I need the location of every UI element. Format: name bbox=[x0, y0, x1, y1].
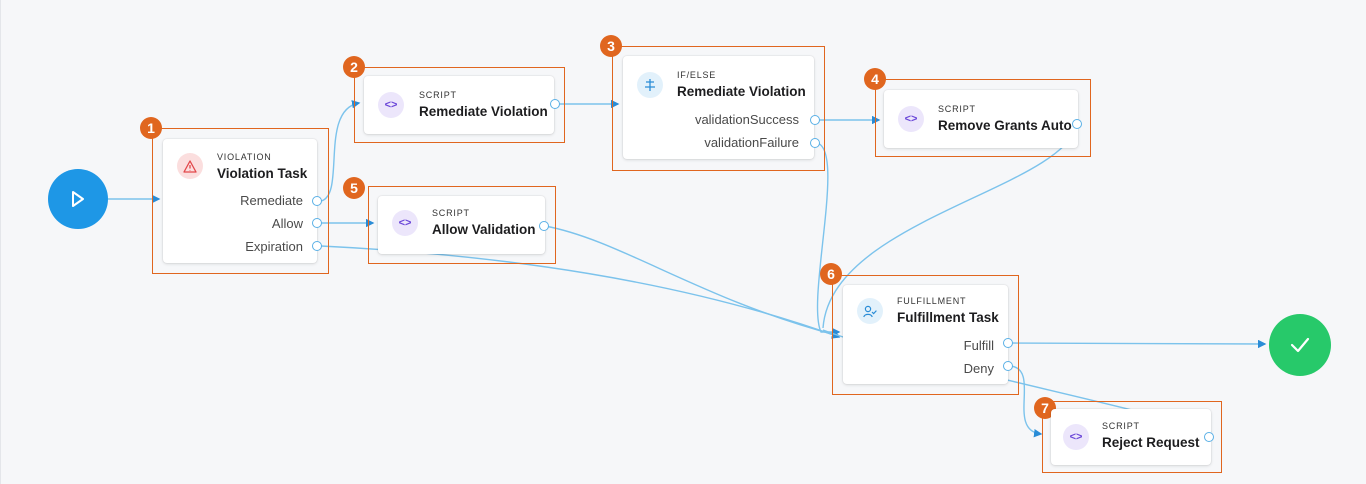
node-type: SCRIPT bbox=[432, 208, 470, 218]
node-type: SCRIPT bbox=[1102, 421, 1140, 431]
code-icon: <> bbox=[392, 210, 418, 236]
highlight-script-allow bbox=[368, 186, 556, 264]
step-badge: 4 bbox=[864, 68, 886, 90]
highlight-script-reject bbox=[1042, 401, 1222, 473]
highlight-script-remediate bbox=[354, 67, 565, 143]
warning-icon bbox=[177, 153, 203, 179]
port-allow[interactable] bbox=[312, 218, 322, 228]
edge-fulfill-end bbox=[1010, 339, 1267, 349]
port-label-fulfill: Fulfill bbox=[963, 338, 994, 353]
node-type: SCRIPT bbox=[419, 90, 457, 100]
port-remediate[interactable] bbox=[312, 196, 322, 206]
code-icon: <> bbox=[898, 106, 924, 132]
step-badge: 3 bbox=[600, 35, 622, 57]
highlight-violation bbox=[152, 128, 329, 274]
highlight-ifelse bbox=[612, 46, 825, 171]
port-out[interactable] bbox=[550, 99, 560, 109]
port-validation-success[interactable] bbox=[810, 115, 820, 125]
port-expiration[interactable] bbox=[312, 241, 322, 251]
port-out[interactable] bbox=[539, 221, 549, 231]
node-title: Remediate Violation bbox=[677, 84, 806, 99]
node-title: Violation Task bbox=[217, 166, 308, 181]
script-remediate-violation-node[interactable]: <> SCRIPT Remediate Violation bbox=[364, 76, 554, 134]
port-label-remediate: Remediate bbox=[240, 193, 303, 208]
step-badge: 5 bbox=[343, 177, 365, 199]
edge-allowvalidation-fulfillment bbox=[544, 225, 841, 339]
node-title: Allow Validation bbox=[432, 222, 536, 237]
port-label-expiration: Expiration bbox=[245, 239, 303, 254]
play-icon bbox=[72, 191, 84, 207]
node-title: Remediate Violation bbox=[419, 104, 548, 119]
step-badge: 7 bbox=[1034, 397, 1056, 419]
ifelse-node[interactable]: IF/ELSE Remediate Violation validationSu… bbox=[623, 56, 814, 159]
script-allow-validation-node[interactable]: <> SCRIPT Allow Validation bbox=[378, 196, 545, 254]
node-title: Remove Grants Auto bbox=[938, 118, 1072, 133]
end-node[interactable] bbox=[1269, 314, 1331, 376]
node-title: Fulfillment Task bbox=[897, 310, 999, 325]
port-label-allow: Allow bbox=[271, 216, 303, 231]
port-deny[interactable] bbox=[1003, 361, 1013, 371]
script-remove-grants-node[interactable]: <> SCRIPT Remove Grants Auto bbox=[884, 90, 1078, 148]
branch-icon bbox=[637, 72, 663, 98]
port-label-deny: Deny bbox=[963, 361, 994, 376]
user-check-icon bbox=[857, 298, 883, 324]
node-type: VIOLATION bbox=[217, 152, 272, 162]
highlight-script-remove bbox=[875, 79, 1091, 157]
port-label-validation-success: validationSuccess bbox=[694, 112, 799, 127]
node-type: SCRIPT bbox=[938, 104, 976, 114]
code-icon: <> bbox=[378, 92, 404, 118]
port-label-validation-failure: validationFailure bbox=[704, 135, 799, 150]
check-icon bbox=[1290, 337, 1310, 353]
code-icon: <> bbox=[1063, 424, 1089, 450]
fulfillment-task-node[interactable]: FULFILLMENT Fulfillment Task Fulfill Den… bbox=[843, 285, 1008, 384]
highlight-fulfillment bbox=[832, 275, 1019, 395]
node-title: Reject Request bbox=[1102, 435, 1200, 450]
node-type: FULFILLMENT bbox=[897, 296, 967, 306]
port-out[interactable] bbox=[1072, 119, 1082, 129]
script-reject-request-node[interactable]: <> SCRIPT Reject Request bbox=[1051, 409, 1211, 465]
port-fulfill[interactable] bbox=[1003, 338, 1013, 348]
start-node[interactable] bbox=[48, 169, 108, 229]
port-out[interactable] bbox=[1204, 432, 1214, 442]
step-badge: 1 bbox=[140, 117, 162, 139]
port-validation-failure[interactable] bbox=[810, 138, 820, 148]
violation-task-node[interactable]: VIOLATION Violation Task Remediate Allow… bbox=[163, 139, 317, 263]
node-type: IF/ELSE bbox=[677, 70, 717, 80]
step-badge: 6 bbox=[820, 263, 842, 285]
step-badge: 2 bbox=[343, 56, 365, 78]
